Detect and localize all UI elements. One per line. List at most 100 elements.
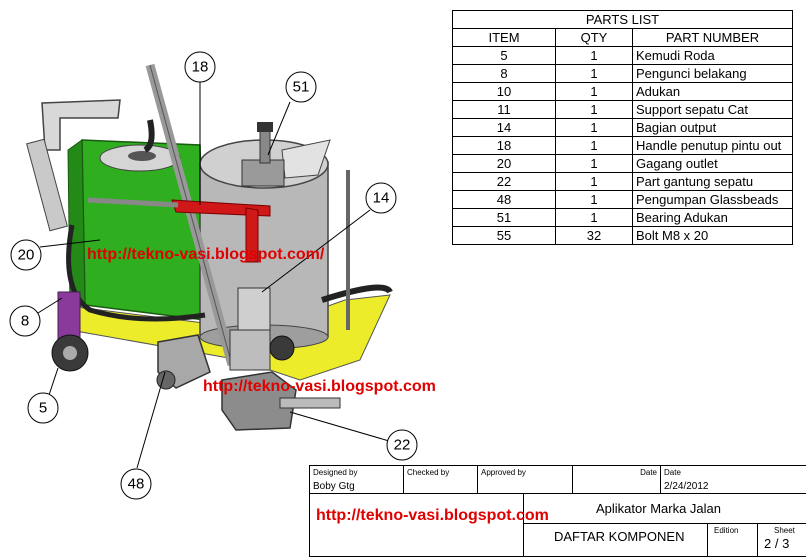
item-cell: 5: [452, 46, 556, 65]
approved-by-cell: Approved by: [478, 466, 573, 494]
svg-text:48: 48: [128, 476, 145, 493]
part-number-cell: Pengunci belakang: [632, 64, 793, 83]
title-block: Designed by Boby Gtg Checked by Approved…: [309, 465, 806, 557]
part-number-cell: Support sepatu Cat: [632, 100, 793, 119]
right-rail: [321, 284, 393, 303]
blank-cell: [310, 494, 524, 557]
stirrer-motor: [241, 159, 285, 187]
rear-wheel: [269, 335, 295, 361]
item-cell: 51: [452, 208, 556, 227]
red-handle-drop: [245, 207, 259, 263]
stirrer-top: [257, 122, 273, 132]
edition-cell: Edition: [708, 524, 758, 557]
qty-cell: 1: [555, 46, 633, 65]
edition-label: Edition: [714, 526, 739, 535]
col-item: ITEM: [452, 28, 556, 47]
checked-by-cell: Checked by: [404, 466, 478, 494]
drawing-subtitle: DAFTAR KOMPONEN: [554, 529, 685, 544]
qty-cell: 1: [555, 118, 633, 137]
part-number-cell: Gagang outlet: [632, 154, 793, 173]
applicator-shoe: [221, 371, 297, 431]
part-number-cell: Pengumpan Glassbeads: [632, 190, 793, 209]
svg-text:5: 5: [39, 400, 47, 417]
leader-lines: [37, 82, 390, 469]
item-cell: 8: [452, 64, 556, 83]
approval-date-label: Date: [640, 468, 657, 477]
subtitle-cell: DAFTAR KOMPONEN: [524, 524, 708, 557]
col-qty: QTY: [555, 28, 633, 47]
qty-cell: 1: [555, 190, 633, 209]
item-cell: 48: [452, 190, 556, 209]
date-value: 2/24/2012: [664, 481, 709, 492]
rear-handle-post: [26, 138, 68, 232]
svg-text:18: 18: [192, 59, 209, 76]
watermark-link-1[interactable]: http://tekno-vasi.blogspot.com/: [87, 246, 325, 263]
sheet-value: 2 / 3: [764, 536, 790, 551]
red-handle-link: [87, 197, 179, 208]
callout-51: 51: [285, 71, 317, 103]
approval-date-cell: Date: [573, 466, 661, 494]
callout-8: 8: [9, 305, 41, 337]
watermark-link-2[interactable]: http://tekno-vasi.blogspot.com: [203, 378, 436, 395]
part-number-cell: Bearing Adukan: [632, 208, 793, 227]
item-cell: 20: [452, 154, 556, 173]
item-cell: 22: [452, 172, 556, 191]
qty-cell: 1: [555, 154, 633, 173]
outlet-body: [229, 329, 271, 371]
shoe-hanger: [279, 397, 341, 409]
svg-text:51: 51: [293, 79, 310, 96]
svg-text:14: 14: [373, 190, 390, 207]
item-cell: 55: [452, 226, 556, 245]
lever-rod-edge: [149, 64, 233, 366]
callout-14: 14: [365, 182, 397, 214]
sheet-cell: Sheet 2 / 3: [758, 524, 806, 557]
approved-by-label: Approved by: [481, 468, 526, 477]
qty-cell: 1: [555, 208, 633, 227]
part-number-cell: Handle penutup pintu out: [632, 136, 793, 155]
under-hose: [66, 224, 206, 322]
svg-text:22: 22: [394, 437, 411, 454]
callout-18: 18: [184, 51, 216, 83]
part-number-cell: Bolt M8 x 20: [632, 226, 793, 245]
designed-by-label: Designed by: [313, 468, 358, 477]
parts-list-title: PARTS LIST: [452, 10, 793, 29]
watermark-link-3[interactable]: http://tekno-vasi.blogspot.com: [316, 507, 549, 524]
col-part-number: PART NUMBER: [632, 28, 793, 47]
item-cell: 14: [452, 118, 556, 137]
qty-cell: 32: [555, 226, 633, 245]
part-number-cell: Bagian output: [632, 118, 793, 137]
hopper-core: [128, 151, 156, 161]
callout-48: 48: [120, 468, 152, 500]
part-number-cell: Part gantung sepatu: [632, 172, 793, 191]
title-cell: Aplikator Marka Jalan: [524, 494, 806, 524]
date-label: Date: [664, 468, 681, 477]
qty-cell: 1: [555, 136, 633, 155]
part-number-cell: Kemudi Roda: [632, 46, 793, 65]
qty-cell: 1: [555, 100, 633, 119]
item-cell: 11: [452, 100, 556, 119]
designed-by-value: Boby Gtg: [313, 481, 355, 492]
date-cell: Date 2/24/2012: [661, 466, 806, 494]
sheet-label: Sheet: [774, 526, 795, 535]
part-number-cell: Adukan: [632, 82, 793, 101]
checked-by-label: Checked by: [407, 468, 450, 477]
drawing-title: Aplikator Marka Jalan: [596, 501, 721, 516]
item-cell: 10: [452, 82, 556, 101]
stirrer-shaft: [259, 127, 271, 164]
item-cell: 18: [452, 136, 556, 155]
svg-text:20: 20: [18, 247, 35, 264]
callout-5: 5: [27, 392, 59, 424]
